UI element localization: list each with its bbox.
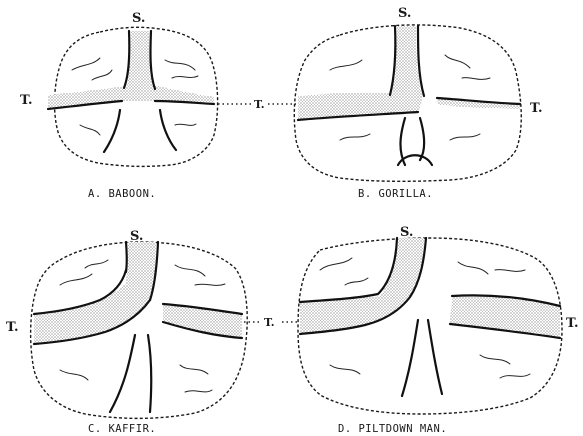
piltdown-transverse-label: T.: [566, 316, 579, 331]
caption-gorilla: B. GORILLA.: [358, 188, 433, 200]
piltdown-sagittal-sinus: [380, 238, 424, 297]
kaffir-transverse-label: T.: [6, 320, 19, 335]
piltdown-sagittal-label: S.: [400, 225, 413, 240]
panel-piltdown: S. T. D. PILTDOWN MAN.: [298, 225, 579, 435]
caption-piltdown: D. PILTDOWN MAN.: [338, 423, 447, 435]
caption-baboon: A. BABOON.: [88, 188, 156, 200]
panel-gorilla: S. T. B. GORILLA.: [294, 6, 542, 200]
kaffir-sagittal-label: S.: [130, 229, 143, 244]
panel-baboon: S. T. A. BABOON.: [20, 11, 218, 200]
gorilla-sagittal-label: S.: [398, 6, 411, 21]
panel-kaffir: S. T. C. KAFFIR.: [6, 229, 247, 435]
connector-ab-label: T.: [254, 98, 265, 111]
baboon-transverse-label: T.: [20, 93, 33, 108]
connector-cd-label: T.: [264, 316, 275, 329]
caption-kaffir: C. KAFFIR.: [88, 423, 156, 435]
gorilla-transverse-label: T.: [530, 101, 543, 116]
baboon-sagittal-label: S.: [132, 11, 145, 26]
